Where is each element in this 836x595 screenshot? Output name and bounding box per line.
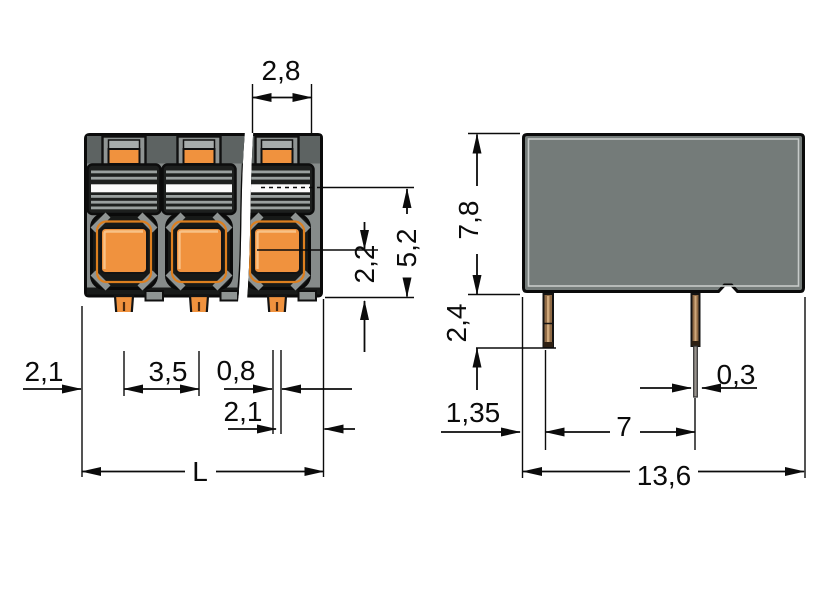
dim-label-2-1-left: 2,1: [25, 356, 64, 387]
dim-label-1-35: 1,35: [446, 397, 501, 428]
dimension-labels: 2,8 2,1 3,5 0,8 2,1 L 5,2 2,2 7,8 2,4 1,…: [25, 55, 756, 491]
dim-label-L: L: [192, 456, 208, 487]
bottom-band: [248, 287, 320, 295]
dim-label-7-8: 7,8: [453, 201, 484, 240]
dim-label-0-3: 0,3: [717, 359, 756, 390]
dim-label-0-8: 0,8: [217, 355, 256, 386]
dim-label-2-4: 2,4: [441, 304, 472, 343]
front-view-pole-3: [246, 133, 323, 348]
front-view-poles-1-2: [84, 133, 246, 348]
dim-label-3-5: 3,5: [149, 356, 188, 387]
extension-lines: [81, 84, 806, 478]
front-view: [84, 133, 323, 348]
pin-needle: [693, 345, 698, 398]
side-view: [522, 133, 805, 398]
dim-label-7: 7: [616, 411, 632, 442]
dimension-lines: [23, 93, 805, 476]
housing-side-profile: [522, 133, 805, 293]
inner-highlight: [527, 138, 800, 287]
dim-label-2-8: 2,8: [262, 55, 301, 86]
dim-label-2-1-right: 2,1: [224, 396, 263, 427]
side-pin-rear: [690, 293, 701, 398]
dim-label-2-2: 2,2: [349, 245, 380, 284]
side-pin-front: [542, 293, 554, 348]
dim-label-5-2: 5,2: [391, 229, 422, 268]
dim-label-13-6: 13,6: [637, 460, 692, 491]
